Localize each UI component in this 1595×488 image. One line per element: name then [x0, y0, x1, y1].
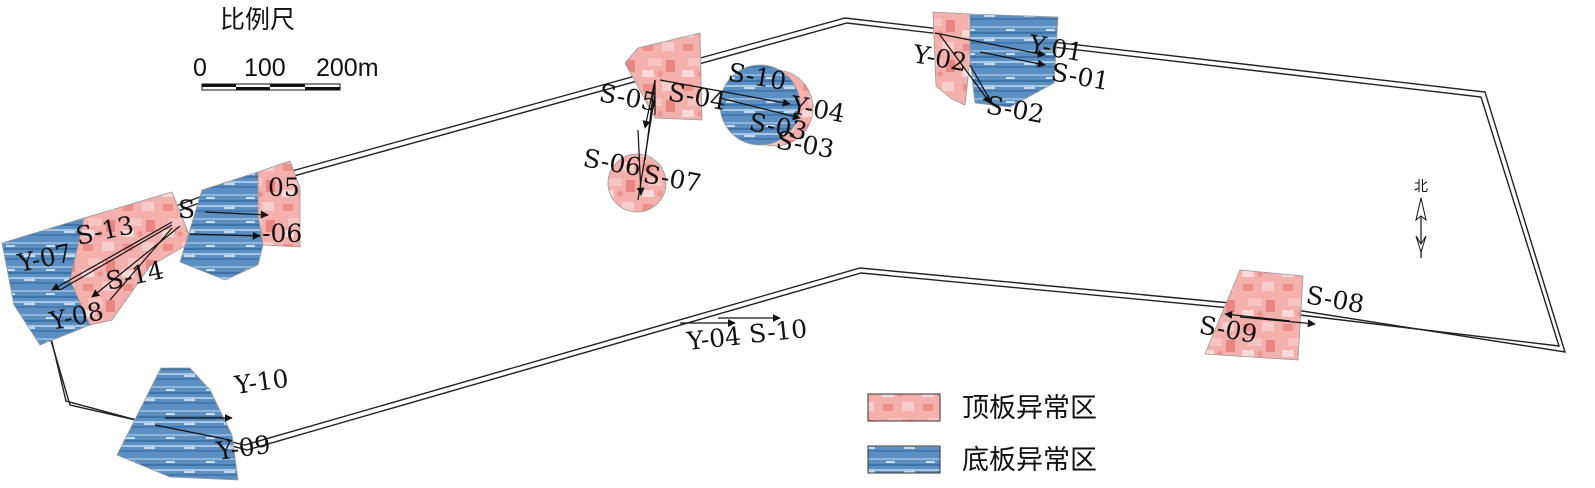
- north-label: 北: [1414, 179, 1428, 195]
- floor-anomaly-zones: [1, 13, 1059, 481]
- label-s01: S-01: [1049, 57, 1111, 96]
- legend-label-roof: 顶板异常区: [962, 393, 1097, 424]
- roof-zone-s06: [607, 153, 667, 213]
- label-06: -06: [262, 219, 302, 248]
- legend: 顶板异常区 底板异常区: [867, 393, 1097, 476]
- label-s-left: S: [178, 195, 195, 224]
- label-y09: Y-09: [214, 430, 273, 466]
- roof-zone-s04: [624, 32, 703, 121]
- floor-zone-y01: [969, 13, 1059, 108]
- label-05: 05: [268, 173, 300, 202]
- scale-title: 比例尺: [220, 5, 295, 34]
- label-s06: S-06: [581, 143, 643, 182]
- label-y04-bottom: Y-04: [685, 321, 743, 356]
- roof-zone-s08: [1204, 269, 1304, 361]
- floor-zone-s10: [719, 64, 801, 146]
- legend-swatch-floor: [867, 445, 941, 474]
- scale-tick-200: 200m: [316, 54, 379, 82]
- scale-tick-0: 0: [193, 54, 207, 82]
- scale-bar: 比例尺 0 100 200m: [193, 5, 379, 91]
- legend-label-floor: 底板异常区: [962, 445, 1097, 476]
- floor-zone-y07: [1, 217, 91, 346]
- survey-arrows: [51, 32, 1316, 422]
- label-s02: S-02: [984, 90, 1046, 129]
- label-s03b: S-03: [774, 125, 836, 164]
- floor-zone-y10: [116, 367, 239, 481]
- scale-tick-100: 100: [244, 54, 286, 82]
- floor-zone-s05: [179, 171, 264, 281]
- north-arrow-icon: 北: [1414, 179, 1428, 258]
- label-s10-bottom: S-10: [748, 314, 809, 349]
- label-y10: Y-10: [232, 364, 291, 400]
- legend-swatch-roof: [867, 393, 941, 422]
